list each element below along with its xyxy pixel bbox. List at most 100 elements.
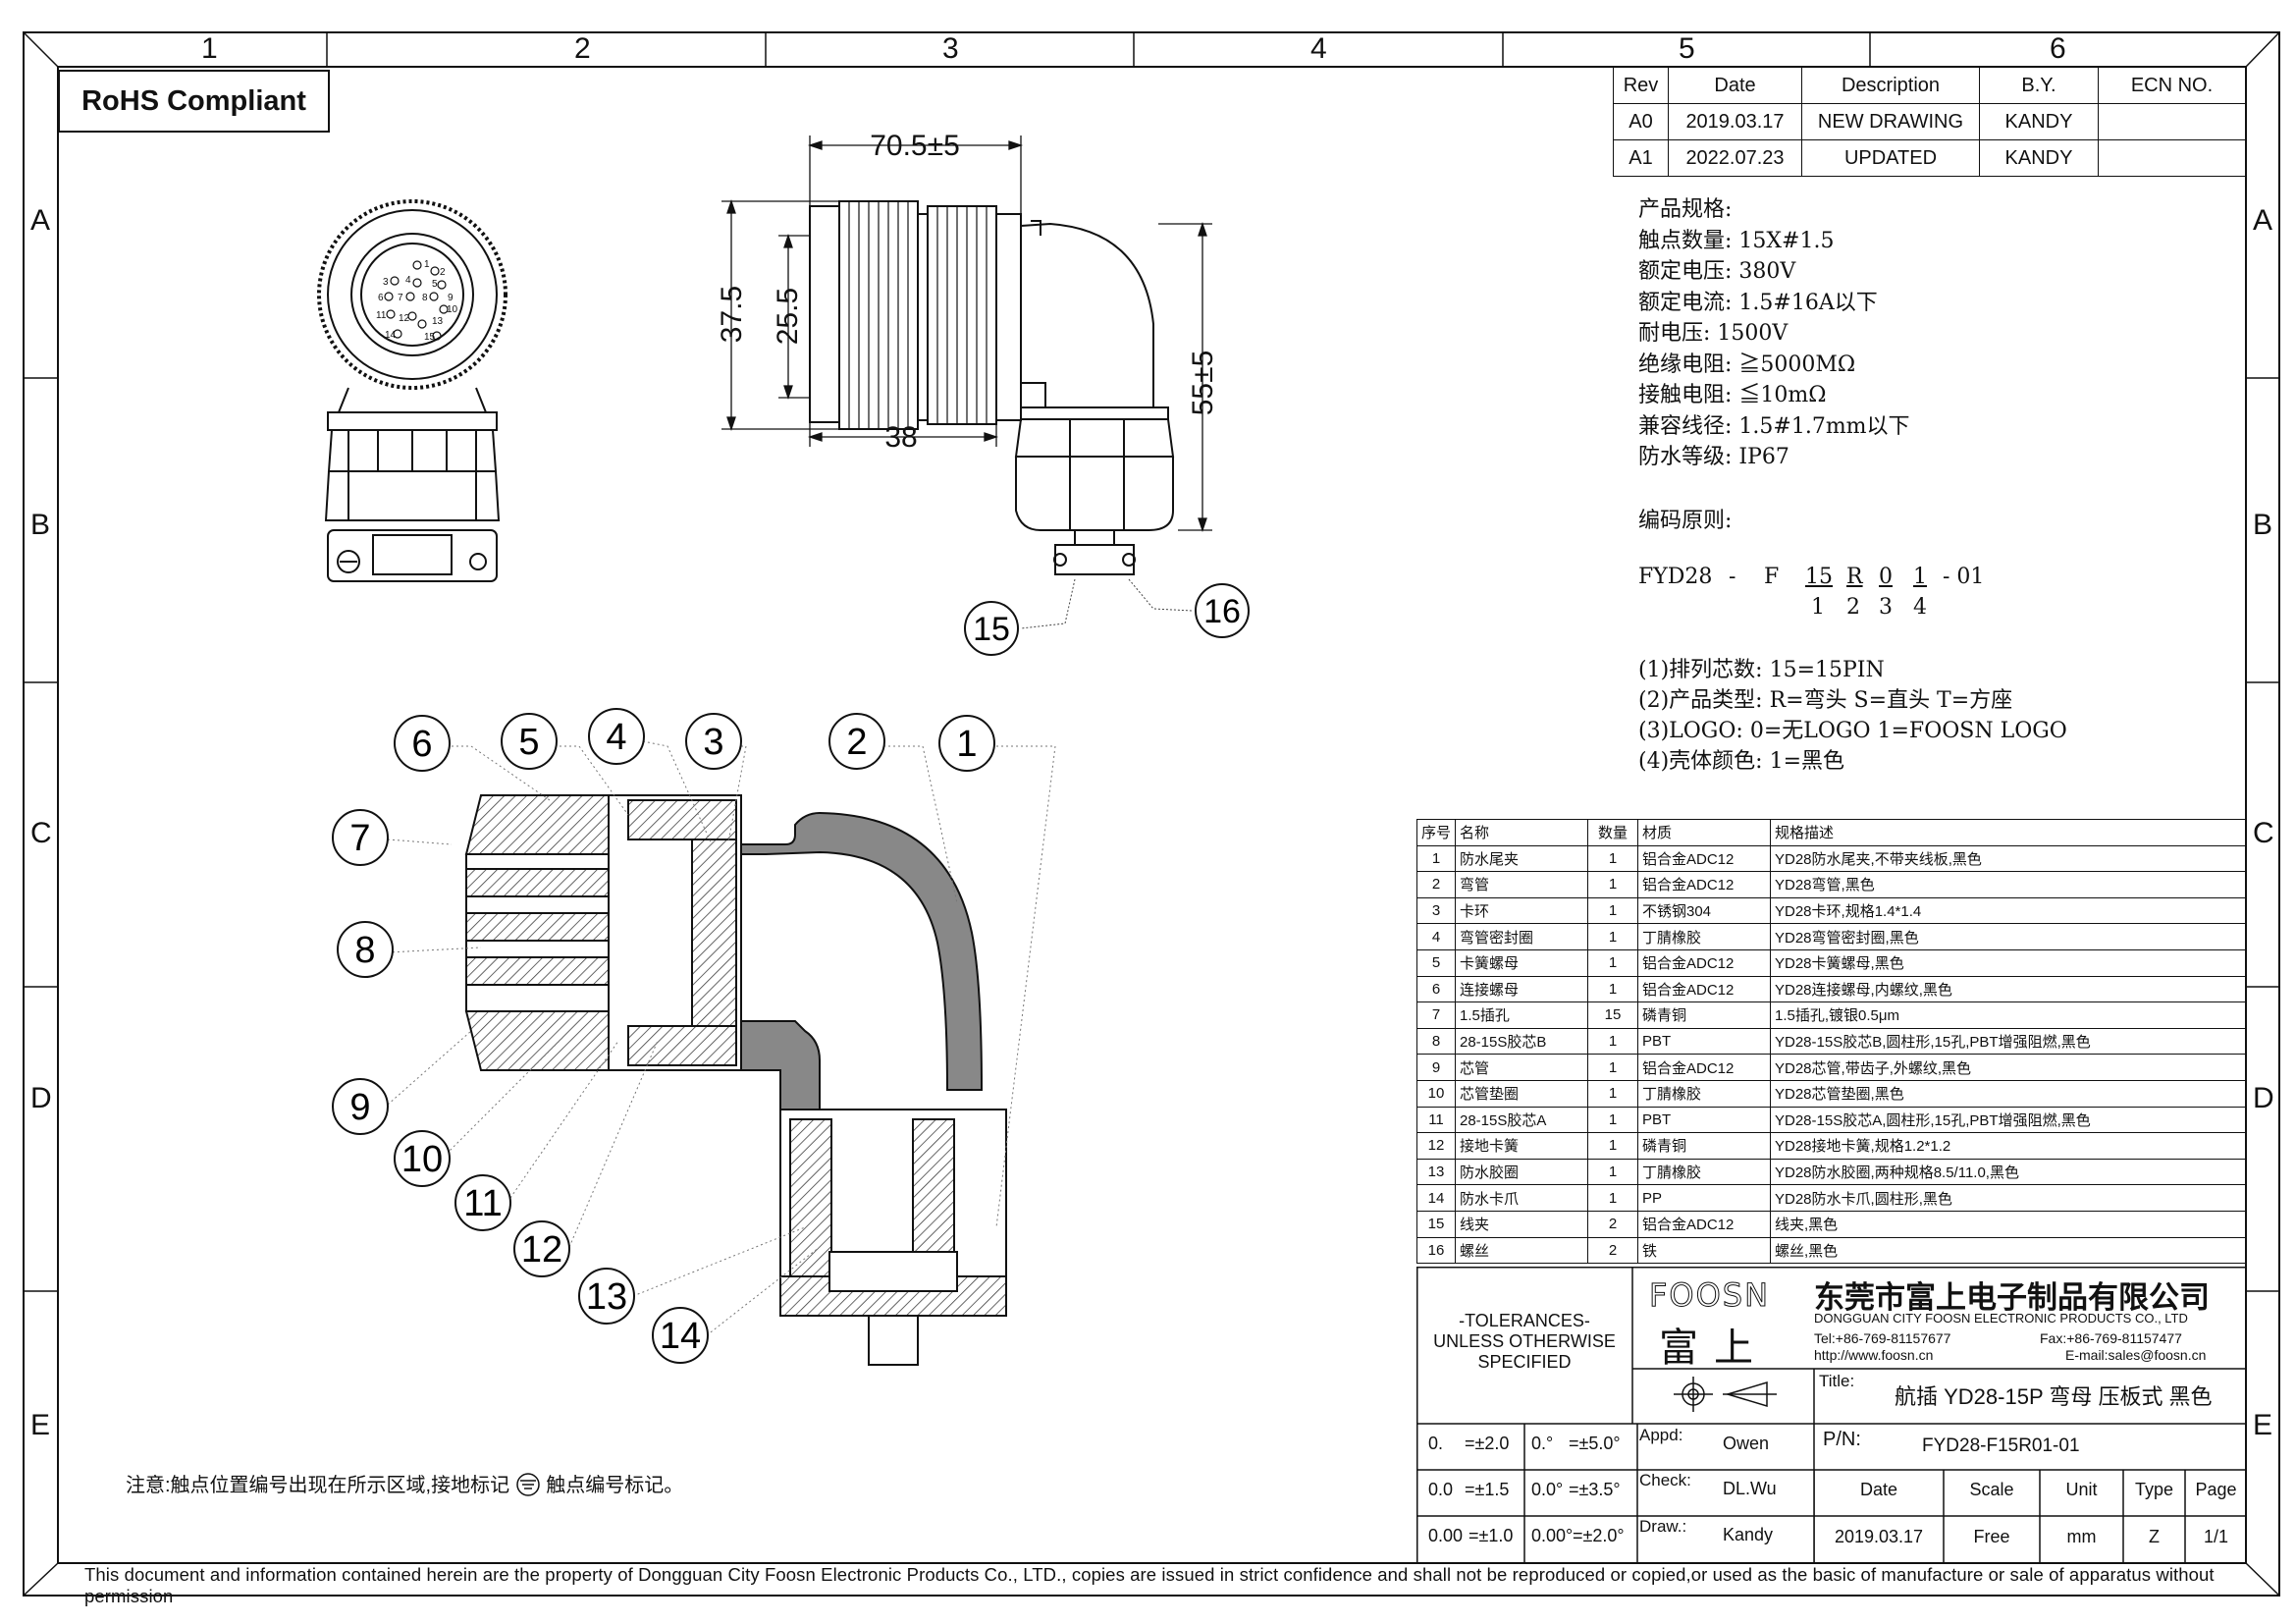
bom-cell: 4 [1416, 923, 1456, 950]
code-part-4: 1 [1913, 565, 1927, 589]
bom-cell: 15 [1587, 1001, 1638, 1029]
code-part-1: 15 [1805, 565, 1833, 589]
code-index-4: 4 [1913, 595, 1927, 620]
scale-value: Free [1973, 1527, 2010, 1546]
rev-cell: NEW DRAWING [1801, 103, 1980, 140]
bom-cell: 11 [1416, 1106, 1456, 1134]
top-callouts: 15 16 [964, 578, 1250, 656]
bom-cell: 丁腈橡胶 [1637, 1079, 1771, 1108]
spec-line: 额定电流: 1.5#16A以下 [1638, 290, 1878, 315]
bom-cell: YD28防水胶圈,两种规格8.5/11.0,黑色 [1770, 1158, 2246, 1186]
pin-2-label: 2 [440, 267, 446, 278]
callout-8: 8 [354, 930, 375, 971]
bom-cell: YD28接地卡簧,规格1.2*1.2 [1770, 1132, 2246, 1160]
callout-12: 12 [521, 1229, 562, 1271]
spec-line: 兼容线径: 1.5#1.7mm以下 [1638, 413, 1910, 439]
zone-letter-C-left: C [30, 817, 52, 849]
coding-rule: (2)产品类型: R=弯头 S=直头 T=方座 [1638, 688, 2013, 713]
code-suffix: - 01 [1943, 565, 1985, 589]
bom-cell: YD28连接螺母,内螺纹,黑色 [1770, 975, 2246, 1003]
pin-9-label: 9 [448, 293, 454, 303]
bom-cell: 卡环 [1455, 896, 1588, 925]
check-value: DL.Wu [1723, 1479, 1777, 1498]
rev-header-ecn: ECN NO. [2098, 67, 2246, 104]
zone-number-2: 2 [574, 32, 591, 65]
bom-cell: 5 [1416, 948, 1456, 977]
inner-frame [57, 66, 2247, 1564]
bom-cell: 1 [1587, 844, 1638, 873]
bom-cell: 铝合金ADC12 [1637, 1054, 1771, 1081]
pin-1-label: 1 [424, 259, 430, 270]
tol-cell: =±1.0 [1468, 1526, 1514, 1545]
callout-16: 16 [1203, 593, 1241, 630]
pn-label: P/N: [1823, 1429, 1861, 1450]
bom-cell: 2 [1587, 1210, 1638, 1238]
bom-cell: YD28防水尾夹,不带夹线板,黑色 [1770, 844, 2246, 873]
zone-letter-A-right: A [2253, 204, 2273, 237]
bom-cell: 螺丝 [1455, 1236, 1588, 1265]
rev-cell [2098, 103, 2246, 140]
tolerances-line: -TOLERANCES- [1459, 1311, 1590, 1330]
spec-line: 绝缘电阻: ≧5000MΩ [1638, 352, 1856, 377]
pin-5-label: 5 [432, 279, 438, 290]
contact-position-note: 注意:触点位置编号出现在所示区域,接地标记 触点编号标记。 [126, 1469, 683, 1497]
bom-cell: PP [1637, 1184, 1771, 1212]
title-block-frame [1416, 1267, 2247, 1564]
coding-heading: 编码原则: [1638, 509, 1733, 533]
bom-cell: 1.5插孔,镀银0.5μm [1770, 1001, 2246, 1029]
bom-cell: YD28弯管,黑色 [1770, 871, 2246, 898]
bom-cell: 7 [1416, 1001, 1456, 1029]
revision-table: Rev Date Description B.Y. ECN NO. A0 201… [1613, 67, 2246, 177]
bom-header-row: 序号 名称 数量 材质 规格描述 [1416, 819, 2246, 846]
rev-cell: KANDY [1979, 139, 2099, 177]
bom-cell: 12 [1416, 1132, 1456, 1160]
callout-7: 7 [349, 818, 370, 859]
tol-cell: =±2.0° [1573, 1526, 1625, 1545]
dim-length: 70.5±5 [870, 130, 960, 162]
title-label: Title: [1819, 1372, 1855, 1390]
bom-cell: 防水胶圈 [1455, 1158, 1588, 1186]
rohs-label: RoHS Compliant [58, 70, 330, 133]
rev-cell: A1 [1613, 139, 1669, 177]
pn-value: FYD28-F15R01-01 [1922, 1435, 2080, 1456]
spec-line: 额定电压: 380V [1638, 259, 1796, 284]
bom-cell: 1 [1587, 896, 1638, 925]
bom-cell: YD28卡环,规格1.4*1.4 [1770, 896, 2246, 925]
end-view [317, 199, 507, 582]
coding-rule: (1)排列芯数: 15=15PIN [1638, 658, 1885, 682]
tol-cell: 0.° [1531, 1434, 1554, 1453]
bom-cell: 2 [1416, 871, 1456, 898]
bom-cell: 1 [1587, 1054, 1638, 1081]
bom-cell: 铝合金ADC12 [1637, 948, 1771, 977]
spec-line: 防水等级: IP67 [1638, 445, 1789, 469]
rev-cell: 2019.03.17 [1668, 103, 1802, 140]
code-part-3: 0 [1879, 565, 1893, 589]
pin-labels: 1 2 3 4 5 6 7 8 9 10 11 12 13 14 15 [376, 259, 458, 343]
callout-5: 5 [518, 722, 539, 763]
bom-cell: 铝合金ADC12 [1637, 844, 1771, 873]
info-grid [1814, 1470, 2186, 1564]
bom-cell: 磷青铜 [1637, 1132, 1771, 1160]
bom-cell: 铝合金ADC12 [1637, 975, 1771, 1003]
pin-3-label: 3 [383, 277, 389, 288]
pin-14-label: 14 [385, 330, 397, 341]
rev-cell: UPDATED [1801, 139, 1980, 177]
rev-header-date: Date [1668, 67, 1802, 104]
pin-15-label: 15 [424, 332, 436, 343]
product-specs: 产品规格: 触点数量: 15X#1.5 额定电压: 380V 额定电流: 1.5… [1638, 194, 1910, 473]
section-callouts: 1 2 3 4 5 6 7 8 9 10 11 12 13 14 [332, 708, 995, 1364]
type-value: Z [2149, 1527, 2160, 1546]
zone-number-5: 5 [1679, 32, 1695, 65]
bom-cell: 1 [1587, 1132, 1638, 1160]
bom-cell: 不锈钢304 [1637, 896, 1771, 925]
tol-cell: 0.00° [1531, 1526, 1574, 1545]
